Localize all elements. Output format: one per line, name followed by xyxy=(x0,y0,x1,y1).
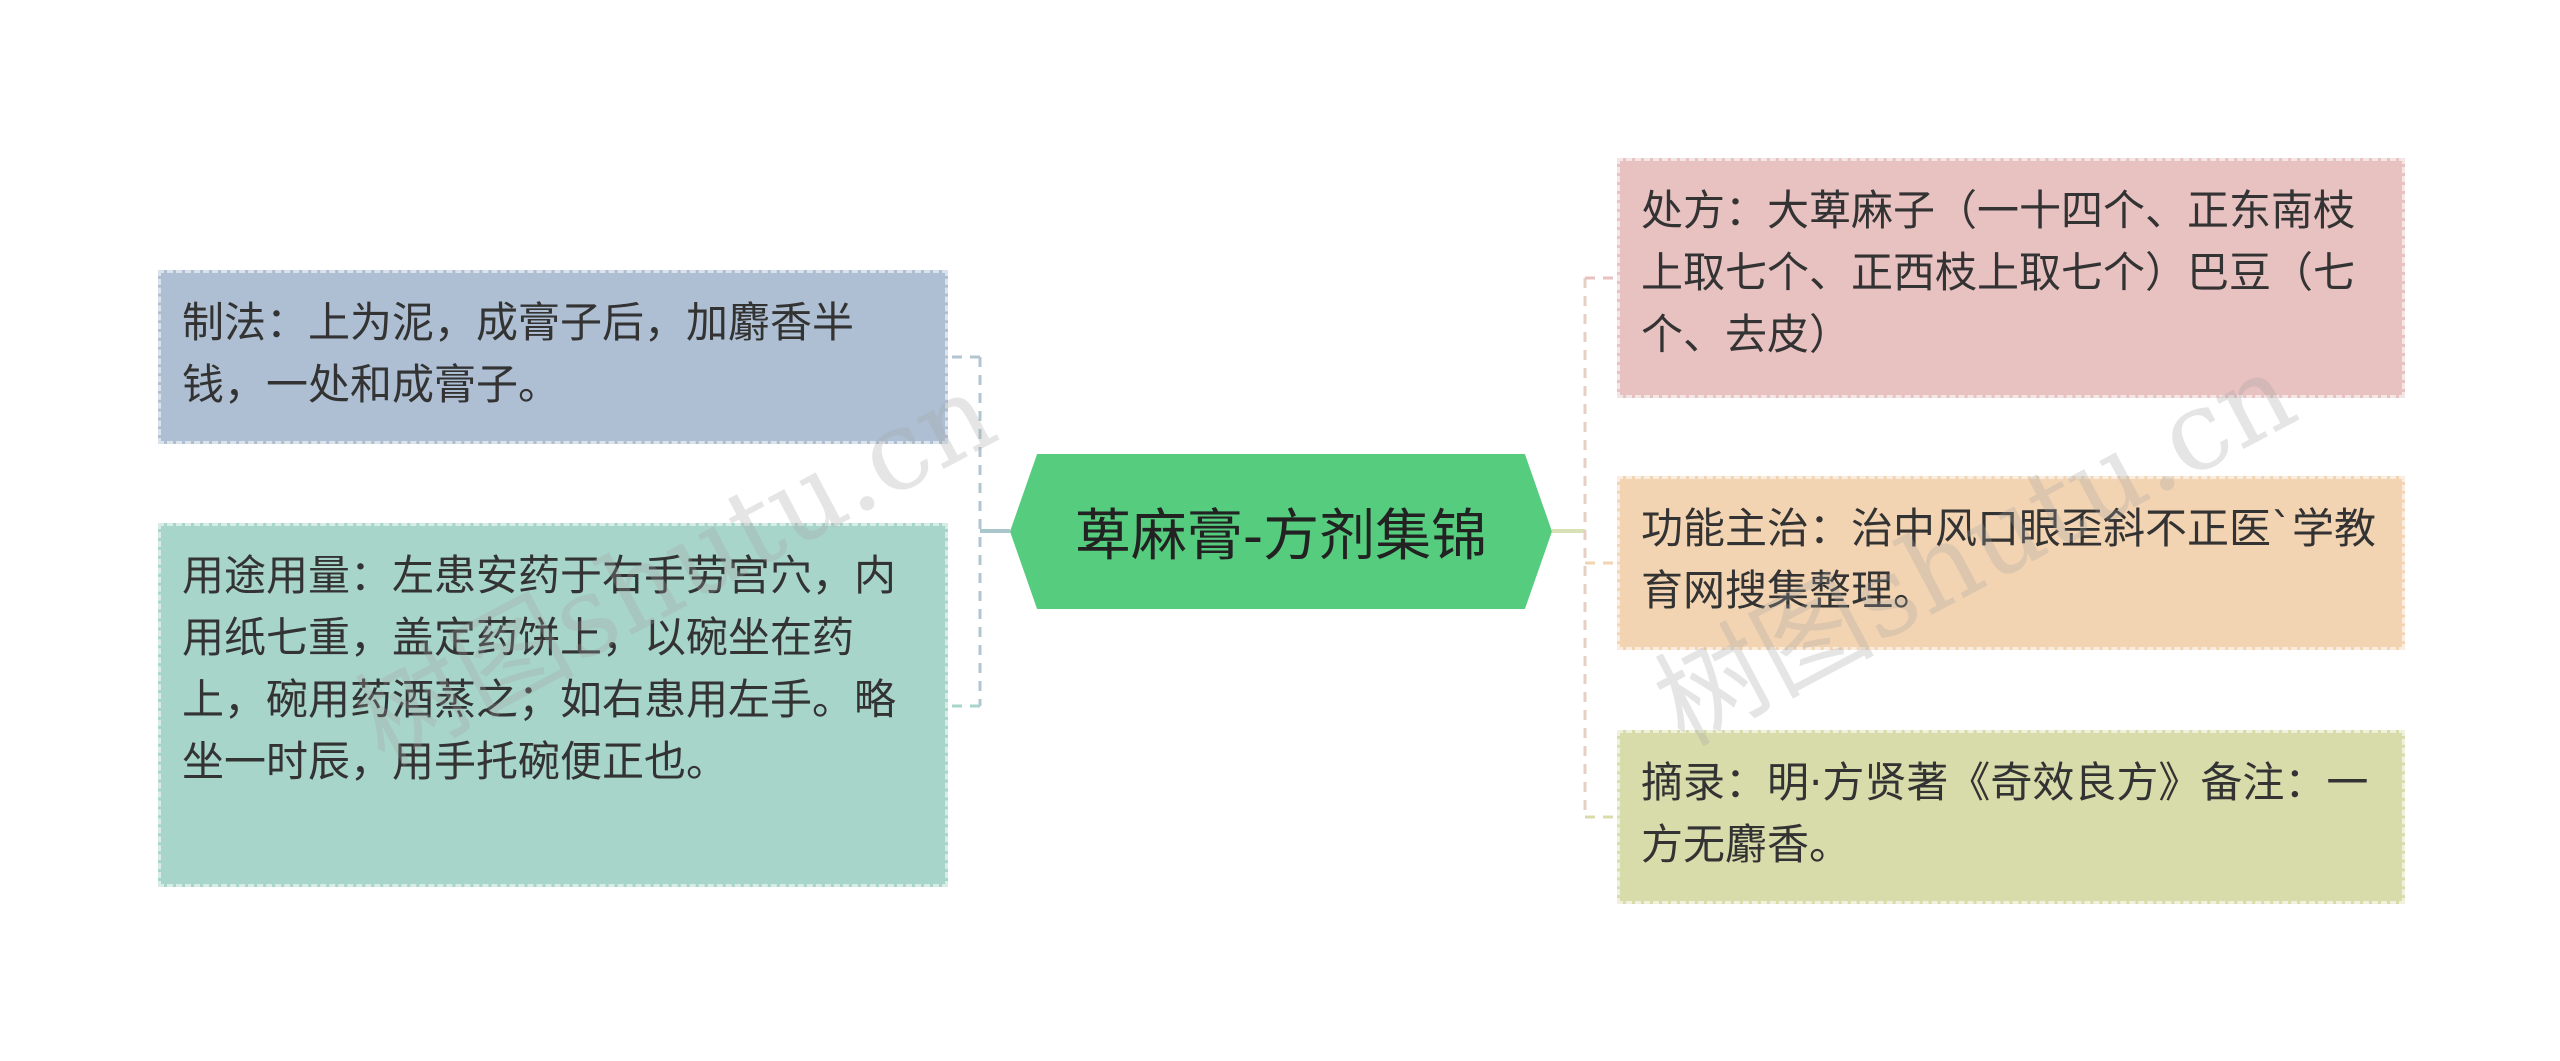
topic-prescription[interactable]: 处方：大萆麻子（一十四个、正东南枝上取七个、正西枝上取七个）巴豆（七个、去皮） xyxy=(1617,158,2405,398)
root-topic[interactable]: 萆麻膏-方剂集锦 xyxy=(1010,454,1552,609)
topic-usage-dosage[interactable]: 用途用量：左患安药于右手劳宫穴，内用纸七重，盖定药饼上，以碗坐在药上，碗用药酒蒸… xyxy=(158,523,948,887)
topic-excerpt[interactable]: 摘录：明·方贤著《奇效良方》备注：一方无麝香。 xyxy=(1617,730,2405,904)
topic-indications[interactable]: 功能主治：治中风口眼歪斜不正医`学教育网搜集整理。 xyxy=(1617,476,2405,650)
topic-excerpt-text: 摘录：明·方贤著《奇效良方》备注：一方无麝香。 xyxy=(1641,758,2369,869)
topic-preparation-text: 制法：上为泥，成膏子后，加麝香半钱，一处和成膏子。 xyxy=(182,298,855,409)
topic-usage-dosage-text: 用途用量：左患安药于右手劳宫穴，内用纸七重，盖定药饼上，以碗坐在药上，碗用药酒蒸… xyxy=(182,551,897,786)
topic-indications-text: 功能主治：治中风口眼歪斜不正医`学教育网搜集整理。 xyxy=(1641,504,2377,615)
topic-preparation[interactable]: 制法：上为泥，成膏子后，加麝香半钱，一处和成膏子。 xyxy=(158,270,948,444)
root-topic-title: 萆麻膏-方剂集锦 xyxy=(1074,504,1488,569)
topic-prescription-text: 处方：大萆麻子（一十四个、正东南枝上取七个、正西枝上取七个）巴豆（七个、去皮） xyxy=(1641,186,2356,359)
